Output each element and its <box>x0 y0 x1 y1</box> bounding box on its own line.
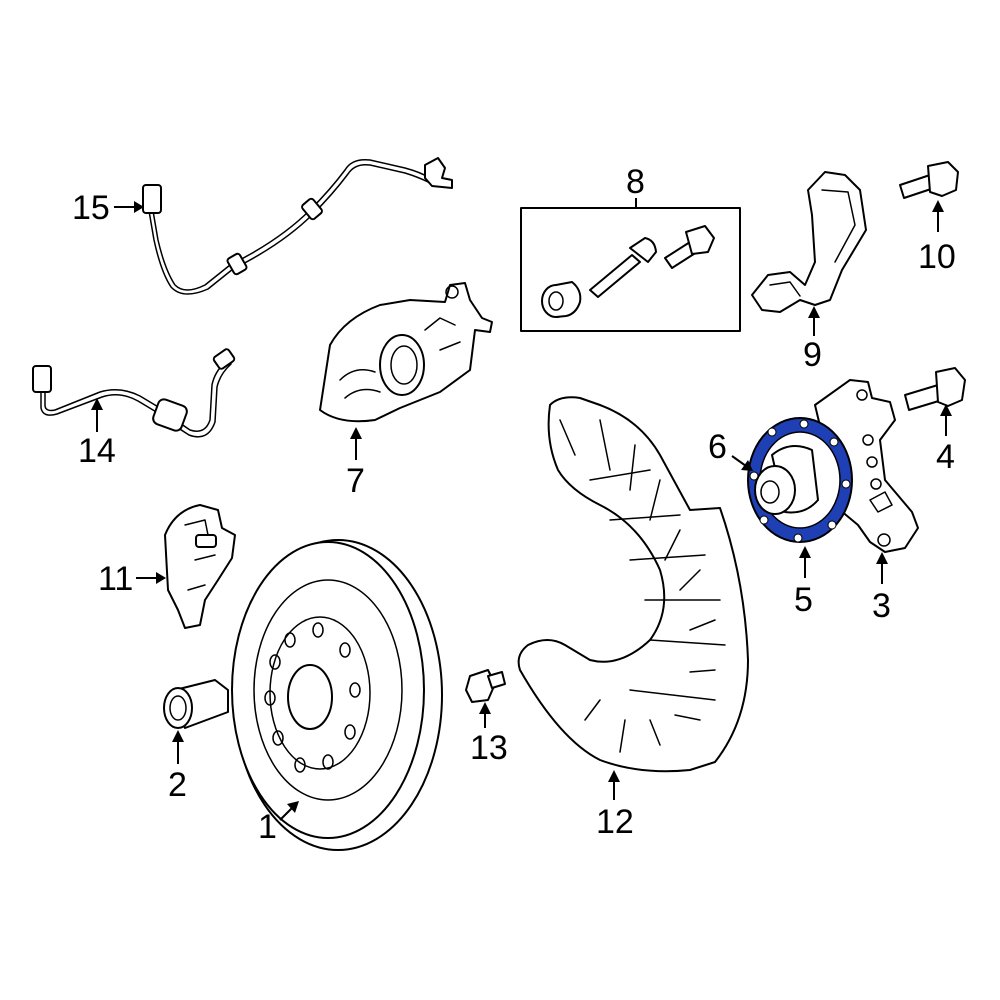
callout-15: 15 <box>72 189 110 227</box>
hub-and-bearing[interactable] <box>747 417 853 543</box>
callout-13: 13 <box>470 729 508 767</box>
callout-5: 5 <box>794 581 813 619</box>
brake-caliper[interactable] <box>319 282 493 423</box>
callout-4: 4 <box>936 438 955 476</box>
hub-bolt[interactable] <box>904 367 966 411</box>
callout-12: 12 <box>596 803 634 841</box>
rotor-bolt-holes <box>264 622 361 773</box>
callout-8: 8 <box>626 163 645 201</box>
callout-3: 3 <box>872 587 891 625</box>
lug-bolt[interactable] <box>163 679 229 729</box>
callout-labels: 15 14 7 8 9 10 4 3 5 6 11 2 13 12 1 <box>72 163 956 846</box>
callout-1: 1 <box>258 808 277 846</box>
shield-bolt[interactable] <box>465 669 506 703</box>
guide-pin-kit[interactable] <box>520 207 741 332</box>
guide-pin <box>589 237 657 298</box>
callout-7: 7 <box>346 462 365 500</box>
callout-11: 11 <box>98 560 133 598</box>
wheel-speed-sensor-upper[interactable] <box>142 157 453 295</box>
callout-9: 9 <box>803 336 822 374</box>
caliper-bracket[interactable] <box>751 171 867 313</box>
callout-10: 10 <box>918 238 956 276</box>
callout-14: 14 <box>78 432 116 470</box>
guide-pin-bolt <box>664 225 715 269</box>
guide-pin-boot <box>541 281 582 318</box>
brake-rotor[interactable] <box>231 539 443 851</box>
callout-6: 6 <box>708 428 727 466</box>
dust-shield[interactable] <box>517 396 749 773</box>
callout-2: 2 <box>168 766 187 804</box>
wheel-speed-sensor-lower[interactable] <box>32 348 236 438</box>
bracket-bolt[interactable] <box>899 161 959 199</box>
brake-pad[interactable] <box>164 504 236 629</box>
callout-arrows <box>91 198 952 821</box>
